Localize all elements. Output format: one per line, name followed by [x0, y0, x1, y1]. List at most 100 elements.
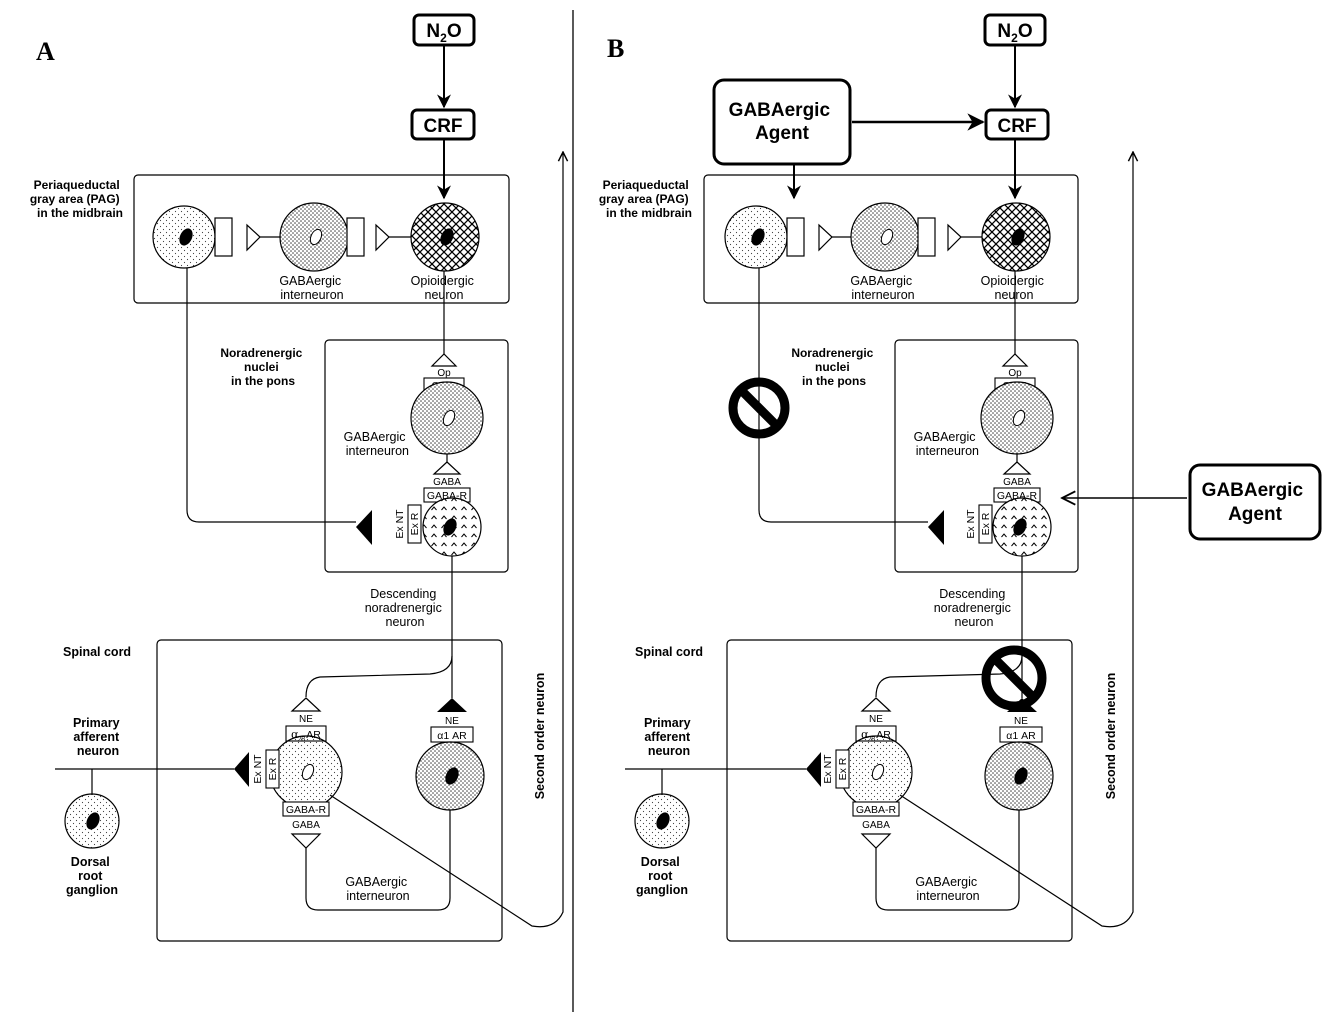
pag-interneuron-receptor: [917, 217, 936, 257]
gabaergic-agent-top-box: [712, 78, 852, 166]
n2o-label: N2O: [426, 21, 461, 45]
ex-r-receptor: [407, 504, 422, 544]
a1-ar-label: α1 AR: [1006, 730, 1036, 742]
opioid-terminal: [375, 223, 390, 252]
pag-output-nucleus: [751, 228, 765, 246]
second-order-nucleus: [301, 763, 315, 781]
pons-interneuron-nucleus: [442, 409, 456, 427]
pag-output-axon: [186, 268, 356, 523]
drg-nucleus: [656, 812, 670, 830]
opioid-terminal: [947, 223, 962, 252]
spinal-ex-r-label: Ex R: [837, 757, 849, 780]
spinal-interneuron-nucleus: [1014, 767, 1028, 785]
gaba-terminal: [1002, 461, 1032, 475]
crf-label: CRF: [997, 116, 1036, 137]
spinal-gaba-label: GABA: [862, 820, 890, 831]
gabaergic-agent-top-label: GABAergic Agent: [729, 100, 836, 144]
spinal-ex-r-label: Ex R: [267, 757, 279, 780]
pag-interneuron-label: GABAergic interneuron: [850, 274, 915, 302]
op-label: Op: [437, 368, 451, 379]
spinal-gaba-r-label: GABA-R: [286, 804, 327, 816]
descending-label: Descending noradrenergic neuron: [934, 587, 1015, 629]
spinal-cord-label: Spinal cord: [635, 645, 703, 659]
n2o-label: N2O: [997, 21, 1032, 45]
spinal-interneuron-label: GABAergic interneuron: [915, 875, 980, 903]
panel-letter: B: [607, 34, 624, 63]
spinal-ex-nt-label: Ex NT: [252, 754, 264, 784]
drg-nucleus: [86, 812, 100, 830]
crf-box: [410, 108, 476, 141]
ex-r-receptor: [978, 504, 993, 544]
opioidergic-nucleus: [1011, 228, 1025, 246]
ne-terminal-filled: [1007, 698, 1037, 712]
ascending-axon: [329, 152, 563, 928]
ex-nt-label: Ex NT: [394, 509, 406, 539]
spinal-ex-nt-label: Ex NT: [822, 754, 834, 784]
noradrenergic-nucleus: [443, 518, 457, 536]
pag-interneuron-terminal: [818, 223, 833, 252]
spinal-interneuron-axon: [875, 810, 1020, 911]
pag-interneuron-label: GABAergic interneuron: [279, 274, 344, 302]
a1-ar-label: α1 AR: [437, 730, 467, 742]
ne-label-left: NE: [869, 714, 883, 725]
drg-label: Dorsal root ganglion: [636, 855, 688, 897]
panel-letter: A: [36, 37, 55, 66]
primary-afferent-terminal: [806, 752, 821, 787]
excitatory-terminal: [928, 510, 944, 545]
panel-a: A N2O CRF Periaqueductal gray area (PAG)…: [30, 13, 563, 942]
pag-output-receptor: [786, 217, 805, 257]
spinal-gaba-terminal: [290, 833, 322, 849]
gabaergic-agent-right-label: GABAergic Agent: [1202, 480, 1309, 525]
excitatory-terminal: [356, 510, 372, 545]
ascending-axon: [899, 152, 1133, 928]
pag-interneuron-nucleus: [880, 228, 894, 246]
ne-label-right: NE: [1014, 716, 1028, 727]
pag-interneuron-receptor: [346, 217, 365, 257]
spinal-ex-r-receptor: [835, 749, 850, 789]
drg-label: Dorsal root ganglion: [66, 855, 118, 897]
ex-r-label: Ex R: [409, 512, 421, 535]
noradrenergic-nucleus: [1013, 518, 1027, 536]
pag-interneuron-nucleus: [309, 228, 323, 246]
spinal-gaba-r-receptor: [852, 801, 900, 817]
op-label: Op: [1008, 368, 1022, 379]
pag-output-receptor: [214, 217, 233, 257]
descending-axon-branch: [305, 655, 453, 698]
opioidergic-nucleus: [440, 228, 454, 246]
second-order-label: Second order neuron: [533, 673, 547, 799]
second-order-nucleus: [871, 763, 885, 781]
spinal-gaba-terminal: [860, 833, 892, 849]
ne-label-left: NE: [299, 714, 313, 725]
crf-box: [984, 108, 1050, 141]
pag-output-axon: [758, 268, 928, 523]
ne-terminal-filled: [437, 698, 467, 712]
pons-region: [894, 339, 1079, 573]
ex-r-label: Ex R: [980, 512, 992, 535]
spinal-gaba-r-receptor: [282, 801, 330, 817]
pons-interneuron-label: GABAergic interneuron: [914, 430, 979, 458]
ne-label-right: NE: [445, 716, 459, 727]
spinal-interneuron-nucleus: [445, 767, 459, 785]
second-order-label: Second order neuron: [1104, 673, 1118, 799]
spinal-gaba-r-label: GABA-R: [856, 804, 897, 816]
pag-interneuron-terminal: [246, 223, 261, 252]
opioidergic-label: Opioidergic neuron: [981, 274, 1048, 302]
gaba-terminal: [432, 461, 462, 475]
spinal-gaba-label: GABA: [292, 820, 320, 831]
spinal-interneuron-axon: [305, 810, 451, 911]
spinal-cord-region: [726, 639, 1073, 942]
spinal-interneuron-label: GABAergic interneuron: [345, 875, 410, 903]
block-sign-descending: [981, 645, 1047, 711]
spinal-cord-region: [156, 639, 503, 942]
n2o-box: [983, 13, 1047, 47]
gaba-label: GABA: [1003, 477, 1031, 488]
pag-label: Periaqueductal gray area (PAG) in the mi…: [599, 178, 692, 220]
pons-interneuron-nucleus: [1012, 409, 1026, 427]
spinal-ex-r-receptor: [265, 749, 280, 789]
panel-b: B N2O CRF GABAergic Agent Periaqueductal…: [599, 13, 1322, 942]
pag-region: [133, 174, 510, 304]
pag-label: Periaqueductal gray area (PAG) in the mi…: [30, 178, 123, 220]
ne-terminal-open: [860, 697, 892, 712]
spinal-cord-label: Spinal cord: [63, 645, 131, 659]
